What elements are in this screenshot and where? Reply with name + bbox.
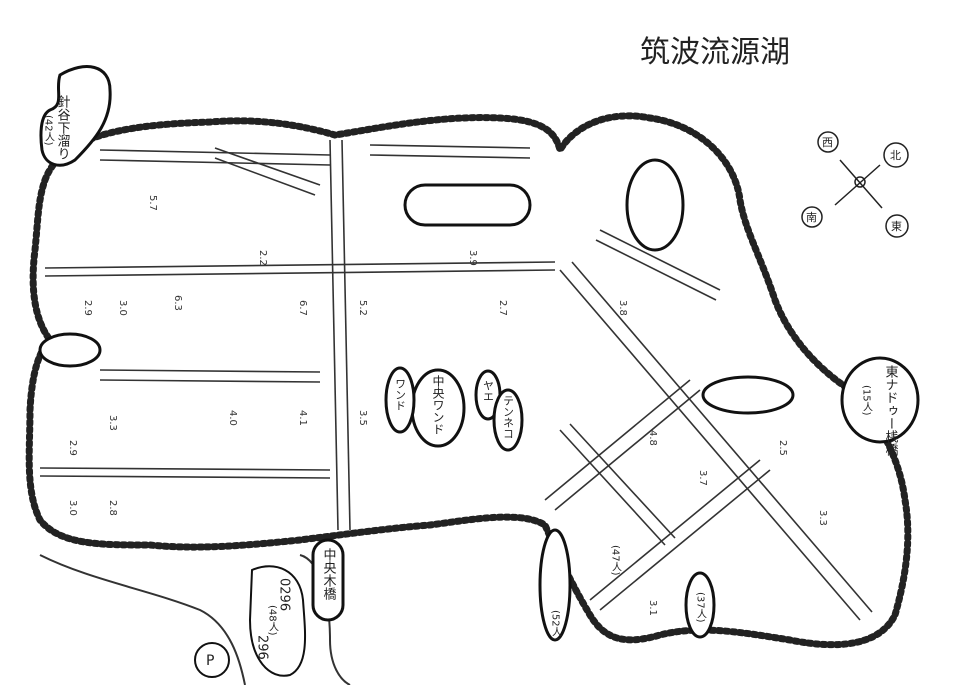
depth-label: 3.3: [107, 415, 118, 431]
spot-east-pier: [840, 356, 920, 444]
spot-bay-1: [384, 366, 416, 434]
road-line: [39, 554, 246, 685]
depth-label: 4.0: [227, 410, 238, 426]
spot-east-bay: [701, 375, 795, 415]
compass-south: 南: [806, 211, 817, 224]
label-south-count: (48人): [267, 605, 279, 636]
spot-south: [248, 565, 307, 677]
compass: [801, 131, 909, 238]
depth-label: 4.8: [647, 430, 658, 446]
label-central-bay: 中央ワンド: [431, 374, 445, 435]
compass-west: 西: [822, 136, 833, 149]
spot-sw-pier: [538, 528, 572, 642]
depth-label: 2.9: [67, 440, 78, 456]
depth-label: 5.7: [147, 195, 158, 211]
depth-label: 2.5: [777, 440, 788, 456]
depth-label: 2.2: [257, 250, 268, 266]
piers-west: [39, 139, 556, 531]
label-bay-2: ヤエ: [482, 380, 495, 402]
label-east-pier: 東ナドゥー桟橋: [883, 364, 899, 457]
depth-label: 6.3: [172, 295, 183, 311]
depth-label: 2.7: [497, 300, 508, 316]
spot-north-pier: [403, 183, 532, 227]
spot-west-mid: [38, 332, 102, 368]
spot-bay-3: [492, 388, 524, 452]
depth-labels: 2.9 3.0 6.3 5.7 2.2 3.3 4.0 2.9 3.0 2.8 6.7 5.2 4.1 3…: [67, 195, 828, 616]
label-bay-3: テンネコ: [502, 395, 515, 439]
depth-label: 2.9: [82, 300, 93, 316]
depth-label: 2.8: [107, 500, 118, 516]
depth-label: 6.7: [297, 300, 308, 316]
parking-mark: P: [206, 653, 214, 669]
depth-label: 3.0: [67, 500, 78, 516]
depth-label: 3.3: [817, 510, 828, 526]
label-harigaya: 針谷下溜り: [55, 95, 71, 160]
compass-north: 北: [890, 149, 901, 162]
compass-east: 東: [891, 220, 902, 233]
depth-label: 5.2: [357, 300, 368, 316]
parking-circle: [194, 642, 230, 678]
depth-label: 3.1: [647, 600, 658, 616]
spot-north-east: [625, 158, 685, 252]
depth-label: 3.7: [697, 470, 708, 486]
label-harigaya-count: (42人): [43, 115, 55, 146]
depth-label: 4.1: [297, 410, 308, 426]
label-bay-1: ワンド: [394, 378, 407, 411]
label-sw-pier-count: (52人): [550, 610, 562, 641]
depth-label: 3.9: [467, 250, 478, 266]
label-south-code-a: 0296: [277, 578, 292, 611]
spot-central-bridge: [311, 538, 345, 622]
spot-se-pier: [684, 571, 716, 639]
piers-east: [544, 229, 873, 621]
depth-label: 3.8: [617, 300, 628, 316]
label-central-bridge: 中央木橋: [321, 548, 337, 601]
spot-harigaya: [39, 65, 112, 167]
label-south-code-b: 296: [255, 635, 270, 660]
depth-label: 3.0: [117, 300, 128, 316]
label-east-pier-count: (15人): [861, 385, 873, 416]
map-title: 筑波流源湖: [640, 35, 790, 70]
depth-label: 3.5: [357, 410, 368, 426]
lake-shoreline: [25, 112, 912, 649]
label-mid-pier-count: (47人): [610, 545, 622, 576]
label-se-pier-count: (37人): [695, 592, 707, 623]
